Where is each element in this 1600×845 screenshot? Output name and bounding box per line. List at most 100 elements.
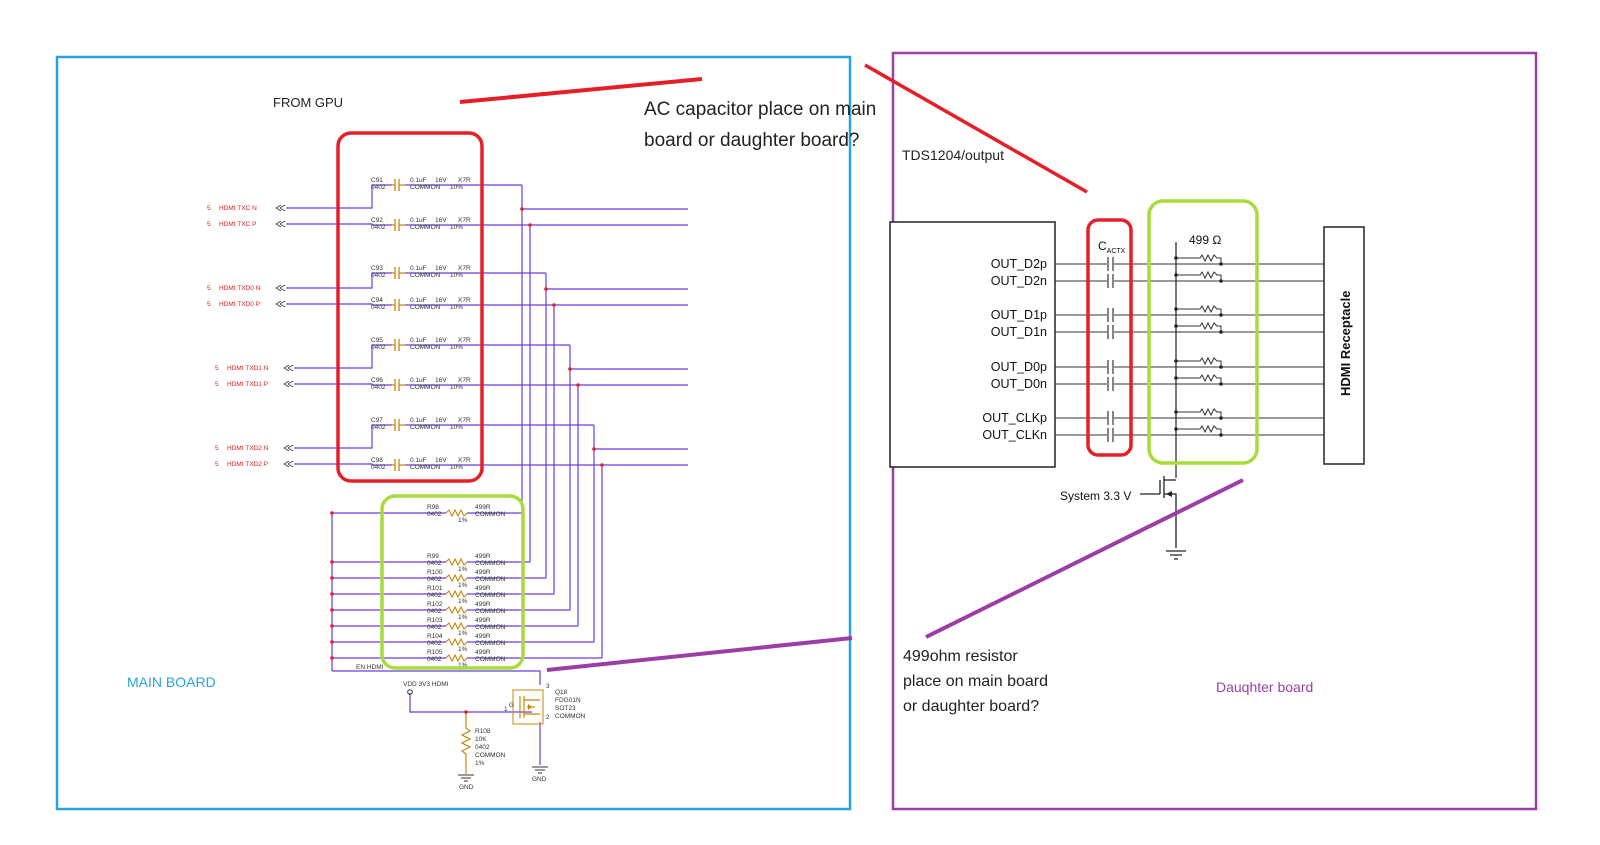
svg-text:0402: 0402 <box>475 744 490 751</box>
svg-text:R102: R102 <box>427 601 443 608</box>
svg-text:0402: 0402 <box>371 272 386 279</box>
svg-text:10%: 10% <box>450 272 463 279</box>
svg-text:1: 1 <box>504 706 508 713</box>
svg-text:10%: 10% <box>450 304 463 311</box>
svg-text:HDMI TXD1 N: HDMI TXD1 N <box>227 365 269 372</box>
svg-text:499R: 499R <box>475 649 491 656</box>
svg-text:X7R: X7R <box>458 297 471 304</box>
svg-text:C92: C92 <box>371 217 383 224</box>
daughter-signal: OUT_D1n <box>991 321 1324 339</box>
svg-text:499R: 499R <box>475 569 491 576</box>
svg-text:COMMON: COMMON <box>410 344 441 351</box>
svg-text:0.1uF: 0.1uF <box>410 297 427 304</box>
cap-highlight-box-main <box>336 131 484 483</box>
svg-text:C98: C98 <box>371 457 383 464</box>
svg-text:16V: 16V <box>435 457 447 464</box>
svg-text:0402: 0402 <box>371 224 386 231</box>
differential-wires <box>520 185 688 658</box>
svg-text:16V: 16V <box>435 337 447 344</box>
svg-text:0402: 0402 <box>427 511 442 518</box>
net-label-row: 5 HDMI TXC P <box>207 220 286 228</box>
cap-highlight-box-daughter <box>1086 218 1133 457</box>
cap-label: CACTX <box>1098 239 1126 255</box>
svg-text:COMMON: COMMON <box>410 184 441 191</box>
svg-text:COMMON: COMMON <box>475 752 506 759</box>
svg-text:2: 2 <box>546 714 550 721</box>
res-highlight-box-main <box>380 494 525 670</box>
svg-text:R108: R108 <box>475 728 491 735</box>
svg-text:0402: 0402 <box>371 184 386 191</box>
signal-trunk <box>592 425 688 642</box>
daughter-fet-switch: System 3.3 V <box>1060 242 1186 560</box>
svg-text:G: G <box>509 702 514 709</box>
res-pointer-line-left <box>546 636 853 672</box>
svg-text:0.1uF: 0.1uF <box>410 217 427 224</box>
svg-text:R99: R99 <box>427 553 439 560</box>
svg-text:10%: 10% <box>450 384 463 391</box>
svg-text:0.1uF: 0.1uF <box>410 377 427 384</box>
svg-text:X7R: X7R <box>458 217 471 224</box>
svg-text:C91: C91 <box>371 177 383 184</box>
svg-text:COMMON: COMMON <box>475 560 506 567</box>
hdmi-receptacle-label: HDMI Receptacle <box>1338 291 1353 396</box>
svg-text:X7R: X7R <box>458 337 471 344</box>
svg-text:COMMON: COMMON <box>410 384 441 391</box>
svg-text:1%: 1% <box>458 517 468 524</box>
svg-text:COMMON: COMMON <box>475 592 506 599</box>
svg-text:3: 3 <box>546 683 550 690</box>
svg-text:16V: 16V <box>435 417 447 424</box>
svg-text:1%: 1% <box>458 630 468 637</box>
svg-text:COMMON: COMMON <box>475 608 506 615</box>
svg-text:0.1uF: 0.1uF <box>410 337 427 344</box>
svg-text:HDMI TXC P: HDMI TXC P <box>219 221 256 228</box>
svg-text:1%: 1% <box>458 566 468 573</box>
svg-text:R101: R101 <box>427 585 443 592</box>
cap-question-line2: board or daughter board? <box>644 130 860 151</box>
svg-text:R105: R105 <box>427 649 443 656</box>
svg-text:OUT_CLKp: OUT_CLKp <box>982 411 1047 425</box>
svg-text:COMMON: COMMON <box>410 464 441 471</box>
svg-text:1%: 1% <box>475 760 485 767</box>
svg-text:16V: 16V <box>435 177 447 184</box>
svg-text:HDMI TXD2 P: HDMI TXD2 P <box>227 461 268 468</box>
res-question-line3: or daughter board? <box>903 698 1039 715</box>
gnd-symbol-right: GND <box>532 766 548 783</box>
svg-text:0402: 0402 <box>427 560 442 567</box>
svg-text:0402: 0402 <box>371 424 386 431</box>
signal-trunk <box>528 223 688 562</box>
svg-text:OUT_D1n: OUT_D1n <box>991 325 1047 339</box>
svg-text:HDMI TXC N: HDMI TXC N <box>219 205 257 212</box>
chip-output-label: TDS1204/output <box>902 147 1004 163</box>
svg-text:OUT_D0n: OUT_D0n <box>991 377 1047 391</box>
svg-text:X7R: X7R <box>458 377 471 384</box>
svg-text:COMMON: COMMON <box>475 656 506 663</box>
svg-text:0.1uF: 0.1uF <box>410 265 427 272</box>
svg-text:10%: 10% <box>450 184 463 191</box>
svg-text:5: 5 <box>207 301 211 308</box>
svg-text:GND: GND <box>459 784 474 791</box>
daughter-signal: OUT_D0n <box>991 373 1324 391</box>
daughter-signal: OUT_D0p <box>991 356 1324 374</box>
svg-text:OUT_CLKn: OUT_CLKn <box>982 428 1047 442</box>
svg-text:5: 5 <box>207 221 211 228</box>
svg-text:HDMI TXD2 N: HDMI TXD2 N <box>227 445 269 452</box>
daughter-signal: OUT_D2p <box>991 253 1324 271</box>
svg-text:499R: 499R <box>475 601 491 608</box>
main-board-label: MAIN BOARD <box>127 674 216 690</box>
svg-text:R103: R103 <box>427 617 443 624</box>
svg-text:R98: R98 <box>427 504 439 511</box>
cap-pointer-line-right <box>864 63 1088 194</box>
svg-text:499R: 499R <box>475 633 491 640</box>
